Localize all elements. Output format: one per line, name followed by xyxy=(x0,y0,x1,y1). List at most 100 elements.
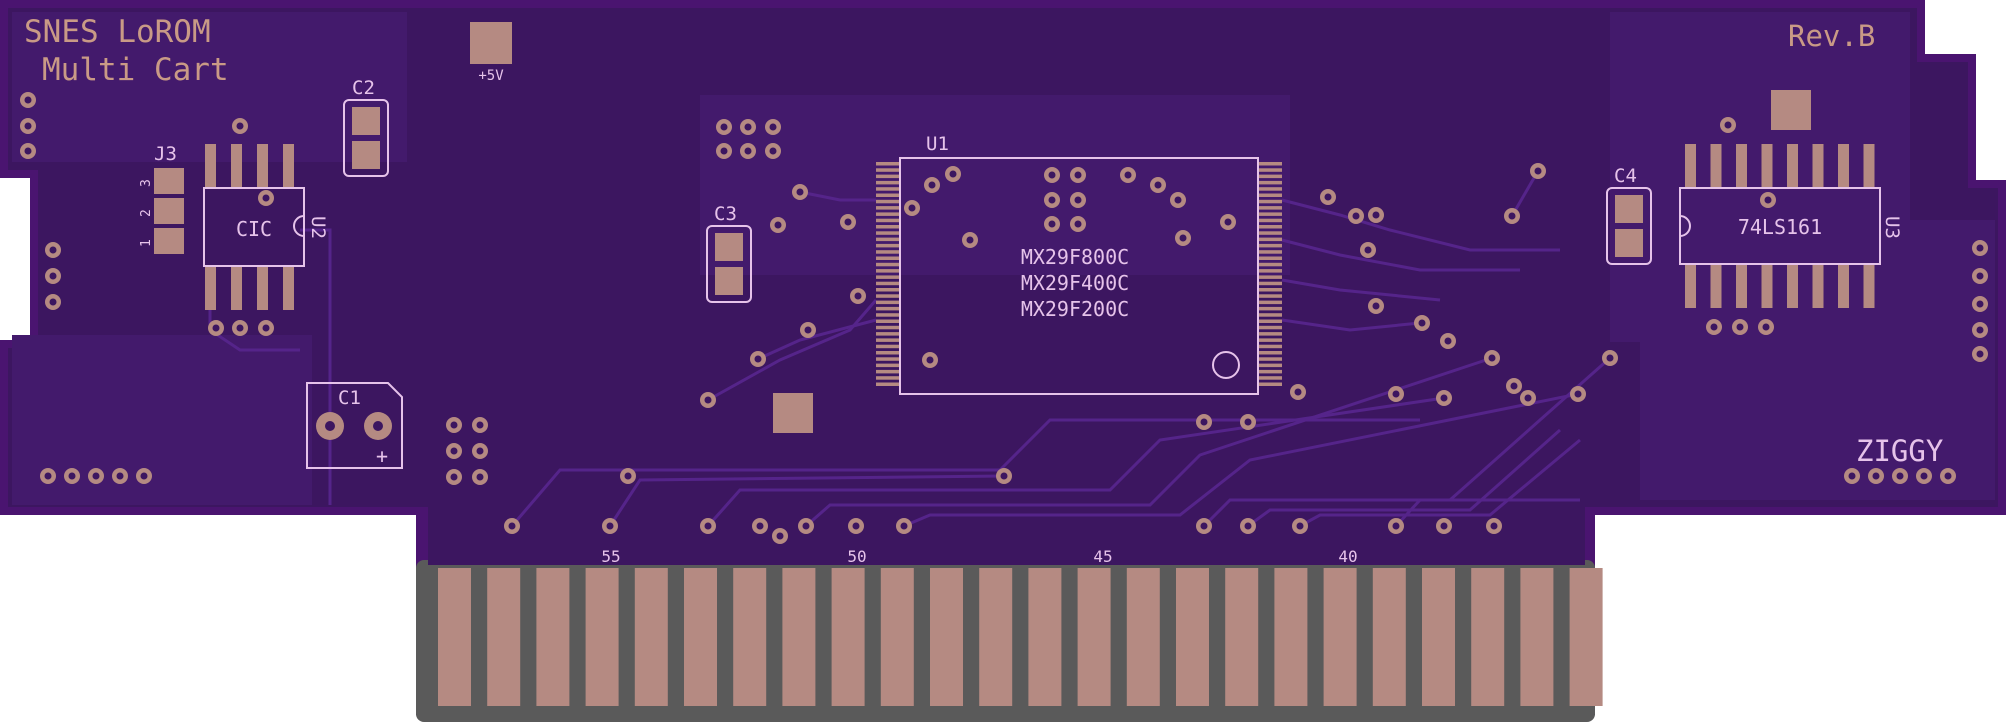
via-hole xyxy=(49,272,57,280)
via-hole xyxy=(624,472,632,480)
trace-layer xyxy=(208,170,1611,528)
power-pad xyxy=(470,22,512,64)
u3-pin xyxy=(1736,144,1747,188)
via-hole xyxy=(116,472,124,480)
edge-finger xyxy=(1077,568,1111,706)
u1-pin xyxy=(876,313,900,317)
via-hole xyxy=(476,421,484,429)
edge-pin-label-45: 45 xyxy=(1093,547,1112,566)
u2-pin xyxy=(231,144,242,188)
c3-outline xyxy=(706,225,752,303)
u1-pin xyxy=(876,237,900,242)
u1-pins-right xyxy=(1258,162,1282,386)
via-hole xyxy=(756,522,764,530)
u1-pin xyxy=(876,168,900,172)
via-hole xyxy=(1524,394,1532,402)
u1-pin xyxy=(876,351,900,355)
via-hole xyxy=(796,188,804,196)
u1-pin xyxy=(1258,319,1282,323)
trace xyxy=(1394,498,1580,528)
edge-finger xyxy=(684,568,717,706)
u1-pin xyxy=(876,300,900,305)
u1-pin xyxy=(876,357,900,361)
edge-finger xyxy=(634,568,668,706)
edge-finger xyxy=(979,568,1013,706)
u3-pin xyxy=(1812,264,1824,308)
u1-pin xyxy=(1258,168,1282,172)
trace xyxy=(707,299,878,402)
c3-ref: C3 xyxy=(714,203,737,225)
via-hole xyxy=(1074,196,1082,204)
j3-pin-label-3: 3 xyxy=(139,179,154,187)
u1-pin xyxy=(1258,212,1282,216)
j3-header: J3 3 2 1 xyxy=(139,143,184,254)
u3-pin xyxy=(1812,144,1824,188)
u1-pin xyxy=(1258,281,1282,286)
u1-pin xyxy=(1258,218,1282,223)
via-hole xyxy=(1724,121,1732,129)
c1-outline xyxy=(306,382,403,469)
via-hole xyxy=(1244,522,1252,530)
u1-pin xyxy=(876,250,900,254)
u1-pins-left xyxy=(876,162,900,386)
u3-label: 74LS161 xyxy=(1738,215,1822,239)
via-hole xyxy=(140,472,148,480)
trace xyxy=(1281,238,1520,272)
u1-pin xyxy=(876,262,900,267)
u2-pin xyxy=(257,266,268,310)
u2-body-outline xyxy=(203,187,305,267)
via-hole xyxy=(1074,220,1082,228)
u3-top-pad xyxy=(1771,90,1811,130)
edge-finger xyxy=(536,568,570,706)
c2-outline xyxy=(343,99,389,177)
edge-finger xyxy=(1520,568,1554,706)
via-hole xyxy=(1440,394,1448,402)
u1-pin xyxy=(876,306,900,311)
edge-finger xyxy=(585,568,619,706)
via-hole xyxy=(49,298,57,306)
via-hole xyxy=(1534,167,1542,175)
u1-pin xyxy=(876,162,900,166)
u1-pin xyxy=(876,338,900,342)
edge-pin-label-40: 40 xyxy=(1338,547,1357,566)
u3-pins xyxy=(1685,144,1875,308)
trace xyxy=(1247,428,1561,528)
trace xyxy=(1510,170,1540,217)
u1-pin xyxy=(1258,325,1282,330)
u1-pin xyxy=(1258,262,1282,267)
c3-capacitor: C3 xyxy=(706,203,752,303)
u1-pin xyxy=(876,269,900,273)
c2-capacitor: C2 xyxy=(343,77,389,177)
via-hole xyxy=(1976,272,1984,280)
u1-pin xyxy=(876,369,900,374)
via-hole xyxy=(1872,472,1880,480)
u1-ref: U1 xyxy=(926,133,949,155)
c1-pad-1-hole xyxy=(325,421,335,431)
via-hole xyxy=(262,324,270,332)
via-hole xyxy=(68,472,76,480)
u1-pin xyxy=(876,332,900,336)
u3-body-outline xyxy=(1679,187,1881,265)
u1-pin xyxy=(1258,306,1282,311)
trace xyxy=(805,356,1493,528)
copper-pour xyxy=(8,8,1998,565)
u3-ref: U3 xyxy=(1881,216,1903,239)
u1-pin xyxy=(876,218,900,223)
u3-pin xyxy=(1787,144,1798,188)
via-hole xyxy=(744,123,752,131)
u2-notch xyxy=(293,215,305,237)
u1-pin xyxy=(876,199,900,204)
u1-pin xyxy=(1258,344,1282,349)
u1-pin xyxy=(1258,269,1282,273)
test-pad xyxy=(773,393,813,433)
via-hole xyxy=(720,123,728,131)
via-hole xyxy=(804,326,812,334)
via-hole xyxy=(1296,522,1304,530)
via-hole xyxy=(1048,171,1056,179)
via-hole xyxy=(1440,522,1448,530)
via-hole xyxy=(1488,354,1496,362)
via-hole xyxy=(262,194,270,202)
via-hole xyxy=(1976,350,1984,358)
edge-finger xyxy=(1028,568,1062,706)
via-hole xyxy=(1244,418,1252,426)
